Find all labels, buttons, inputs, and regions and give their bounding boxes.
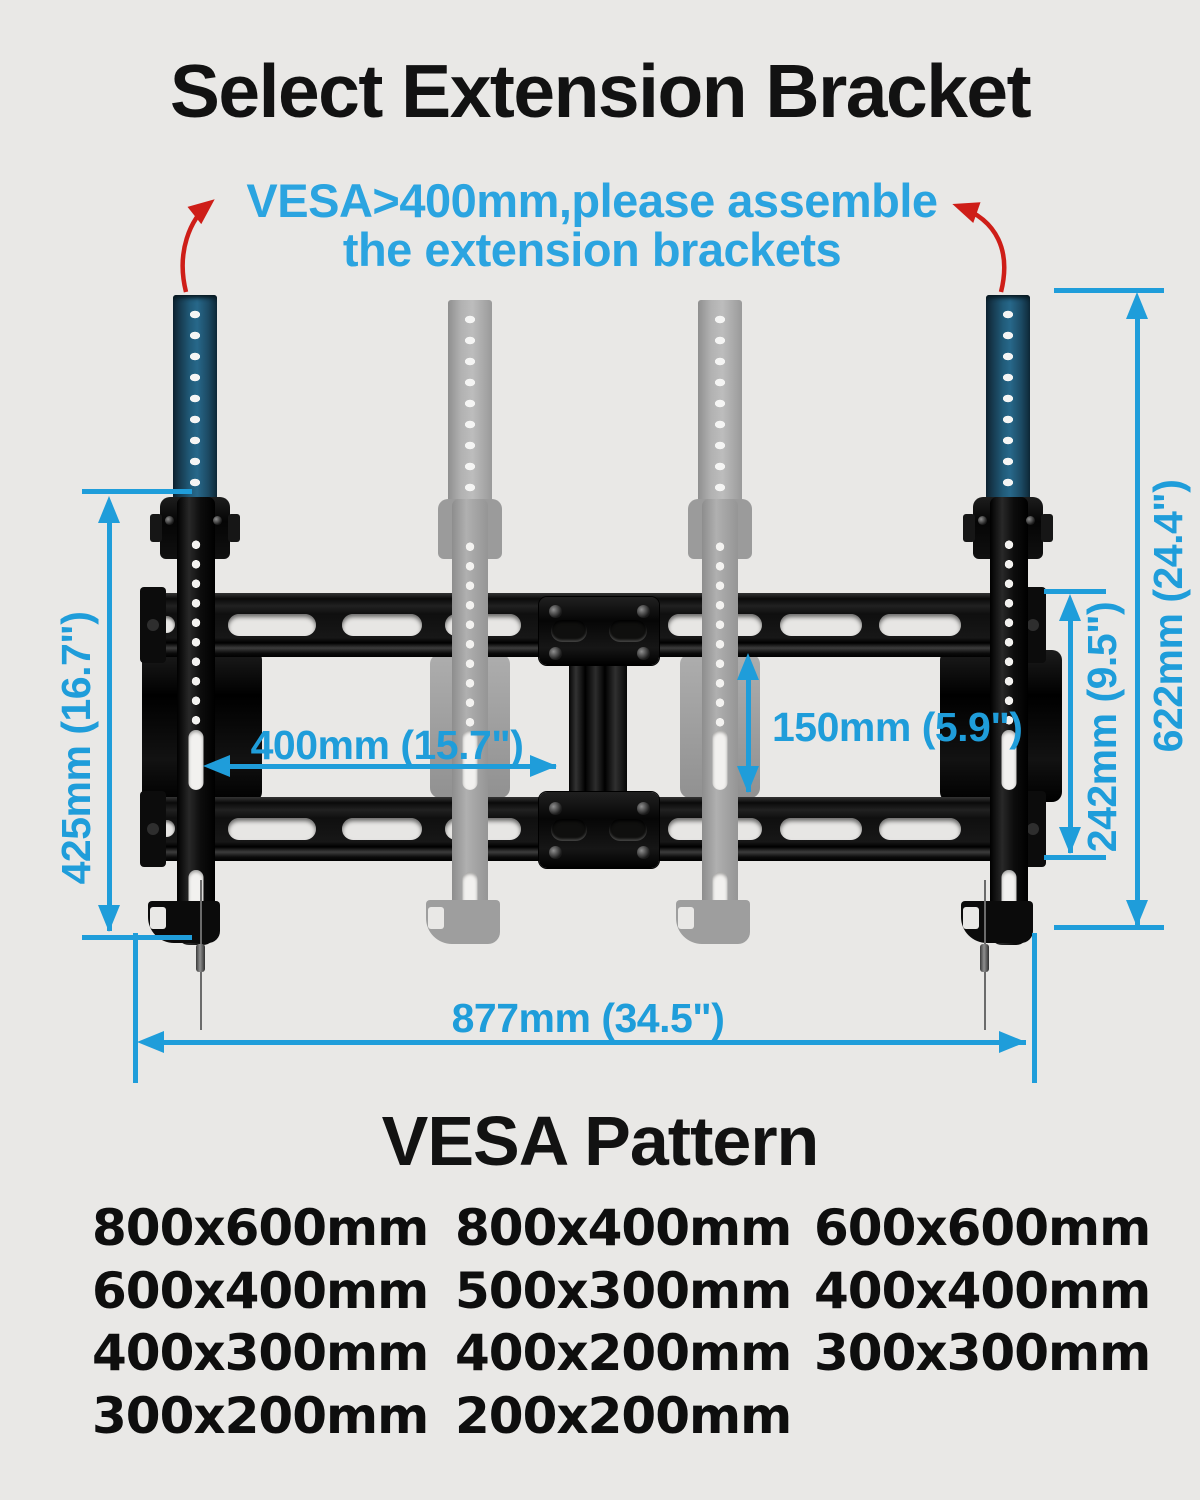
dim-425-arrow-down-icon bbox=[98, 905, 120, 932]
rail-endcap bbox=[140, 791, 166, 867]
clamp-ear bbox=[1041, 514, 1053, 542]
hook-notch-left bbox=[150, 907, 166, 929]
dim-400-line bbox=[214, 764, 556, 769]
dim-150-arrow-up-icon bbox=[737, 653, 759, 680]
ghost-extension-bracket bbox=[448, 300, 492, 502]
vesa-pattern-item: 400x400mm bbox=[814, 1261, 1151, 1320]
dim-877-arrow-left-icon bbox=[137, 1031, 164, 1053]
hook-notch-right bbox=[963, 907, 979, 929]
extension-bracket-right bbox=[986, 295, 1030, 501]
clamp-ear bbox=[228, 514, 240, 542]
dim-622-arrow-down-icon bbox=[1126, 900, 1148, 927]
dim-400-arrow-right-icon bbox=[530, 755, 557, 777]
ghost-hook-notch bbox=[428, 907, 444, 929]
vesa-pattern-item: 200x200mm bbox=[455, 1386, 792, 1445]
dim-877-arrow-right-icon bbox=[999, 1031, 1026, 1053]
extension-bracket-left bbox=[173, 295, 217, 501]
vesa-heading: VESA Pattern bbox=[381, 1102, 820, 1180]
center-connector-plate-top bbox=[539, 597, 659, 665]
vesa-pattern-item: 300x300mm bbox=[814, 1324, 1151, 1382]
dim-400-arrow-left-icon bbox=[203, 755, 230, 777]
dim-622-label: 622mm (24.4") bbox=[1145, 479, 1191, 753]
dim-425-tick-top bbox=[82, 489, 192, 494]
vesa-pattern-item: 800x600mm bbox=[92, 1199, 429, 1257]
clamp-ear bbox=[150, 514, 162, 542]
subtitle-line2: the extension brackets bbox=[342, 223, 842, 276]
subtitle: VESA>400mm,please assemble the extension… bbox=[0, 176, 1192, 274]
dim-242-label: 242mm (9.5") bbox=[1079, 601, 1125, 853]
subtitle-line1: VESA>400mm,please assemble bbox=[246, 174, 938, 227]
ghost-tv-bracket bbox=[452, 499, 488, 942]
dim-877-tick-right bbox=[1032, 933, 1037, 1083]
tv-bracket-left bbox=[177, 497, 215, 945]
clamp-screw bbox=[978, 516, 987, 525]
dim-622-arrow-up-icon bbox=[1126, 292, 1148, 319]
dim-150-line bbox=[746, 660, 751, 792]
vesa-pattern-item: 800x400mm bbox=[455, 1199, 792, 1257]
vesa-pattern-item: 500x300mm bbox=[455, 1261, 792, 1320]
vesa-pattern-item: 600x400mm bbox=[92, 1261, 429, 1320]
vesa-pattern-item: 600x600mm bbox=[814, 1199, 1151, 1257]
dim-242-arrow-down-icon bbox=[1059, 827, 1081, 854]
dim-242-tick-bottom bbox=[1044, 855, 1106, 860]
vesa-pattern-item: 400x200mm bbox=[455, 1324, 792, 1382]
dim-622-tick-top bbox=[1054, 288, 1164, 293]
ghost-extension-bracket bbox=[698, 300, 742, 502]
clamp-screw bbox=[1026, 516, 1035, 525]
dim-425-arrow-up-icon bbox=[98, 496, 120, 523]
safety-pin-head-right bbox=[980, 944, 989, 972]
dim-877-tick-left bbox=[133, 933, 138, 1083]
clamp-screw bbox=[165, 516, 174, 525]
center-connector-plate-bottom bbox=[539, 792, 659, 868]
dim-877-label: 877mm (34.5") bbox=[451, 995, 725, 1041]
ghost-hook-notch bbox=[678, 907, 694, 929]
dim-242-arrow-up-icon bbox=[1059, 594, 1081, 621]
safety-pin-head-left bbox=[196, 944, 205, 972]
page-title: Select Extension Bracket bbox=[169, 49, 1032, 133]
dim-425-line bbox=[107, 503, 112, 931]
dim-400-label: 400mm (15.7") bbox=[250, 722, 524, 768]
dim-242-tick-top bbox=[1044, 589, 1106, 594]
rail-endcap bbox=[140, 587, 166, 663]
dim-622-line bbox=[1135, 299, 1140, 927]
bracket-diagram: 425mm (16.7") 400mm (15.7") 150mm (5.9")… bbox=[0, 0, 1200, 1100]
dim-622-tick-bottom bbox=[1054, 925, 1164, 930]
vesa-pattern-item: 300x200mm bbox=[92, 1386, 429, 1445]
dim-150-label: 150mm (5.9") bbox=[772, 704, 1023, 750]
clamp-ear bbox=[963, 514, 975, 542]
dim-425-label: 425mm (16.7") bbox=[53, 611, 99, 885]
vesa-pattern-item: 400x300mm bbox=[92, 1324, 429, 1382]
dim-877-line bbox=[148, 1040, 1026, 1045]
ghost-tv-bracket bbox=[702, 499, 738, 942]
dim-242-line bbox=[1068, 601, 1073, 853]
vesa-pattern-list: 800x600mm 800x400mm 600x600mm 600x400mm … bbox=[92, 1198, 1152, 1448]
dim-150-arrow-down-icon bbox=[737, 766, 759, 793]
clamp-screw bbox=[213, 516, 222, 525]
